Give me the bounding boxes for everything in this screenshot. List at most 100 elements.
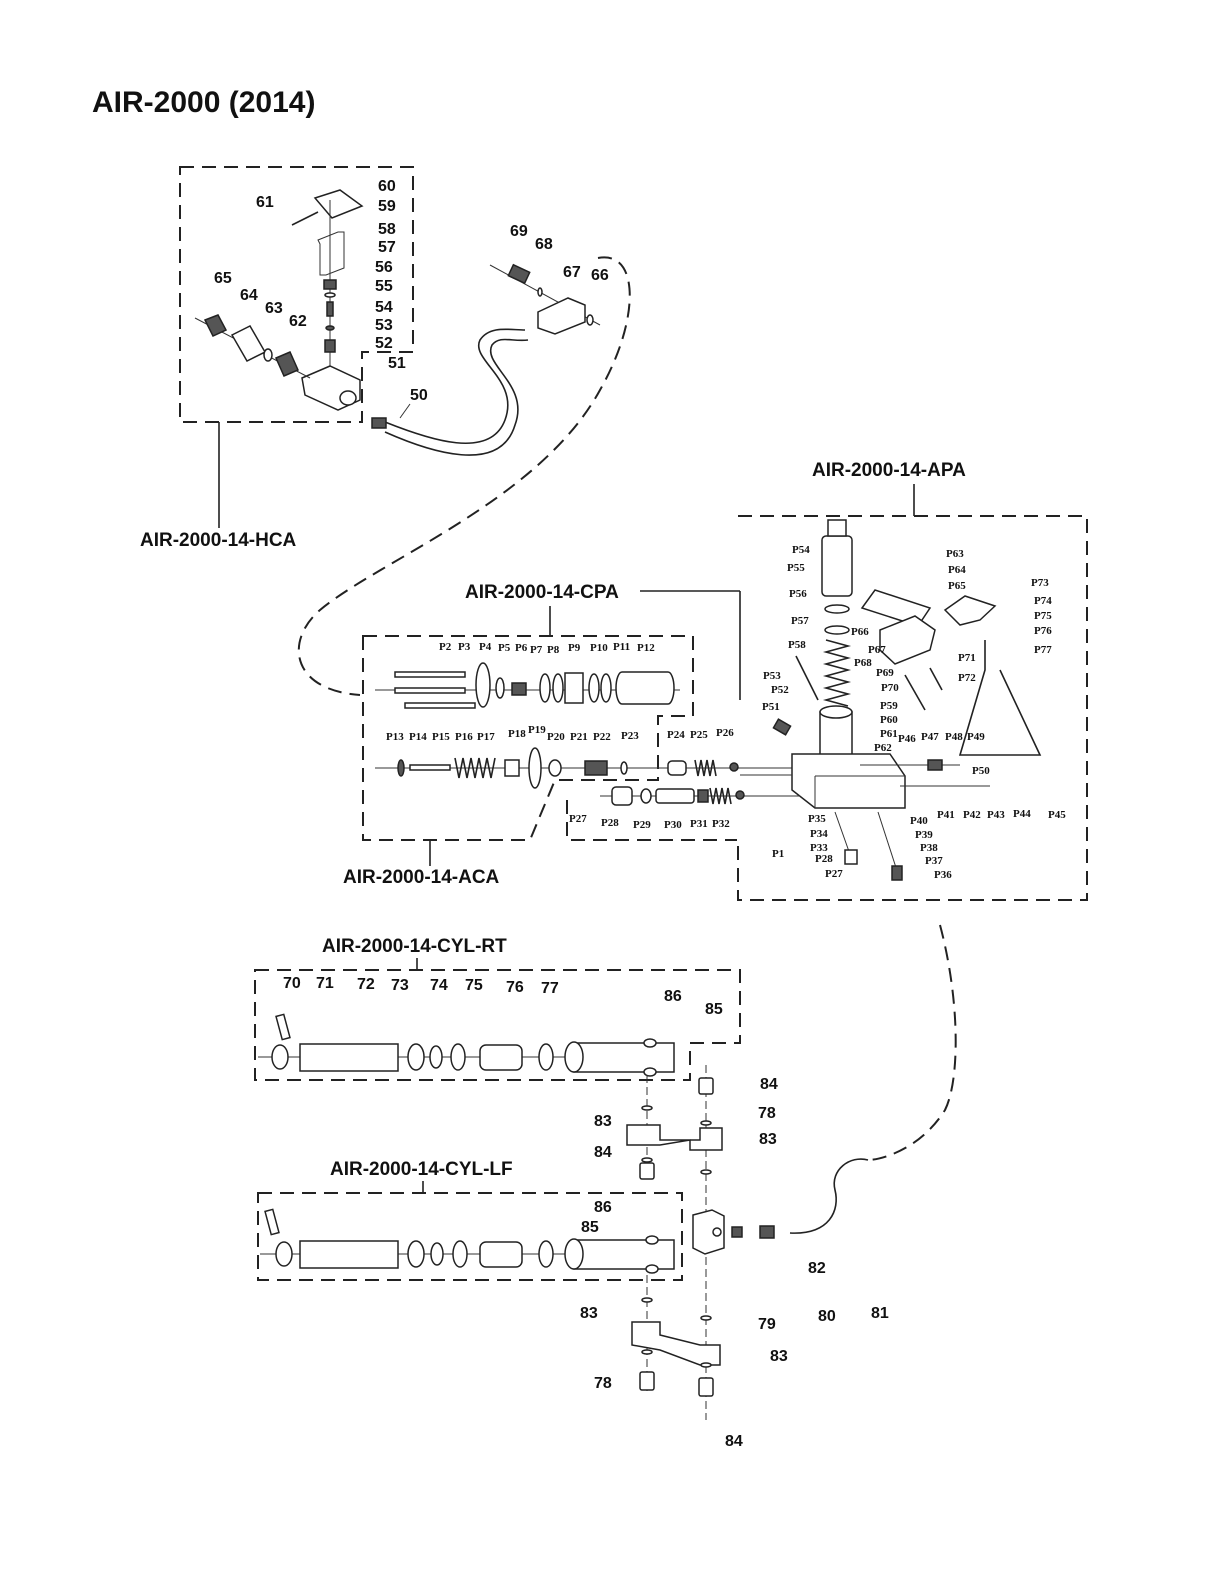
apa-assembly: AIR-2000-14-APA <box>737 460 1088 1161</box>
part-callout-59: 59 <box>378 198 396 215</box>
part-callout-p38: P38 <box>920 842 938 854</box>
cap-p30 <box>697 789 709 803</box>
part-callout-75: 75 <box>465 977 483 994</box>
fitting-65 <box>203 314 228 337</box>
part-callout-p24: P24 <box>667 729 685 741</box>
part-callout-p6: P6 <box>515 642 528 654</box>
part-callout-82: 82 <box>808 1260 826 1277</box>
valve-port <box>339 390 357 406</box>
part-callout-p29: P29 <box>633 819 651 831</box>
piston-75 <box>479 1044 523 1071</box>
port-86 <box>643 1038 657 1048</box>
part-callout-p43: P43 <box>987 809 1005 821</box>
barrel <box>573 1239 675 1270</box>
part-callout-68: 68 <box>535 236 553 253</box>
part-callout-p11: P11 <box>613 641 630 653</box>
piston <box>479 1241 523 1268</box>
oring <box>325 325 335 331</box>
cyl-rt-assembly-label: AIR-2000-14-CYL-RT <box>322 936 507 957</box>
oring-p10 <box>588 673 600 703</box>
part-callout-p25: P25 <box>690 729 708 741</box>
part-callout-p17: P17 <box>477 731 495 743</box>
fitting-69 <box>507 263 531 285</box>
part-callout-79: 79 <box>758 1316 776 1333</box>
part-callout-p22: P22 <box>593 731 611 743</box>
bracket-p68 <box>879 615 936 665</box>
ring <box>430 1242 444 1266</box>
fitting-p51 <box>772 718 792 736</box>
seal <box>452 1240 468 1268</box>
part-callout-p18: P18 <box>508 728 526 740</box>
hose-route-dashed <box>297 256 631 696</box>
washer-83 <box>700 1120 712 1126</box>
label-50 <box>399 403 411 419</box>
part-callout-p34: P34 <box>810 828 828 840</box>
part-callout-p69: P69 <box>876 667 894 679</box>
part-callout-p50: P50 <box>972 765 990 777</box>
bracket-p73 <box>943 595 997 626</box>
part-callout-80: 80 <box>818 1308 836 1325</box>
hca-assembly: AIR-2000-14-HCA <box>140 166 414 551</box>
handle-lever <box>313 189 364 219</box>
apa-part-labels: P54P55P56P57P58P53P52P51P63P64P65P66P67P… <box>762 544 1066 881</box>
part-callout-p8: P8 <box>547 644 560 656</box>
valve-seat <box>324 339 336 353</box>
base-p1 <box>791 753 906 809</box>
seal-p5 <box>495 677 505 699</box>
rod <box>299 1240 399 1269</box>
port-85 <box>645 1264 659 1274</box>
part-callout-p19: P19 <box>528 724 546 736</box>
barrel-end <box>564 1238 584 1270</box>
block-67 <box>537 297 586 335</box>
part-callout-p7: P7 <box>530 644 543 656</box>
part-callout-p52: P52 <box>771 684 789 696</box>
part-callout-p62: P62 <box>874 742 892 754</box>
part-callout-56: 56 <box>375 259 393 276</box>
part-callout-58: 58 <box>378 221 396 238</box>
cyl-lf-boundary <box>257 1192 683 1281</box>
seal-p55 <box>824 604 850 614</box>
valve-part <box>323 279 337 290</box>
part-callout-55: 55 <box>375 278 393 295</box>
apa-assembly-label: AIR-2000-14-APA <box>812 460 966 481</box>
washer-83 <box>641 1297 653 1303</box>
oring-68 <box>537 287 543 297</box>
tube-p54-top <box>827 519 847 537</box>
part-callout-p49: P49 <box>967 731 985 743</box>
hca-assembly-label: AIR-2000-14-HCA <box>140 530 297 551</box>
washer-83 <box>641 1105 653 1111</box>
part-callout-p32: P32 <box>712 818 730 830</box>
part-callout-p55: P55 <box>787 562 805 574</box>
fitting-80 <box>731 1226 743 1238</box>
part-callout-p26: P26 <box>716 727 734 739</box>
part-callout-84: 84 <box>760 1076 778 1093</box>
washer-p28 <box>640 788 652 804</box>
cap-p17 <box>504 759 520 777</box>
part-callout-p10: P10 <box>590 642 608 654</box>
part-callout-p61: P61 <box>880 728 898 740</box>
part-callout-70: 70 <box>283 975 301 992</box>
fitting-82 <box>759 1225 775 1239</box>
pin-70 <box>264 1208 280 1236</box>
cyl-lf-assembly-label: AIR-2000-14-CYL-LF <box>330 1159 513 1180</box>
part-callout-p59: P59 <box>880 700 898 712</box>
part-callout-p30: P30 <box>664 819 682 831</box>
part-callout-p4: P4 <box>479 641 492 653</box>
pin-p72 <box>929 667 943 691</box>
seal-72 <box>407 1043 425 1071</box>
part-callout-83: 83 <box>594 1113 612 1130</box>
part-callout-p33: P33 <box>810 842 828 854</box>
part-callout-p58: P58 <box>788 639 806 651</box>
part-callout-64: 64 <box>240 287 258 304</box>
cpa-boundary <box>362 635 694 841</box>
part-callout-p1: P1 <box>772 848 784 860</box>
part-callout-84: 84 <box>594 1144 612 1161</box>
part-callout-p66: P66 <box>851 626 869 638</box>
mount-assembly <box>626 1065 869 1420</box>
oring <box>324 292 336 298</box>
part-callout-83: 83 <box>580 1305 598 1322</box>
air-route-dashed <box>867 924 957 1161</box>
part-callout-78: 78 <box>594 1375 612 1392</box>
plug-p27 <box>844 849 858 865</box>
